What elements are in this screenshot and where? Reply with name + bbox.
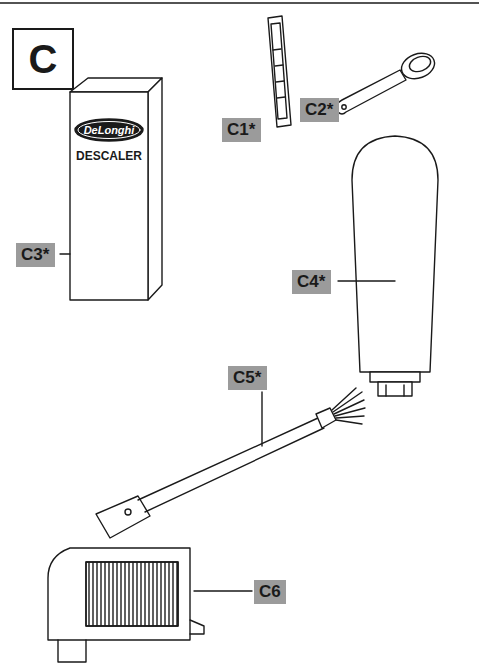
callout-number: C6 — [254, 580, 286, 604]
callout-number: C1* — [222, 118, 261, 142]
measuring-spoon — [337, 49, 438, 114]
callout-text: C4* — [297, 272, 326, 292]
figure-letter-box: C — [12, 28, 74, 90]
callout-text: C5* — [233, 368, 262, 388]
descaler-box — [60, 78, 162, 300]
callout-text: C2* — [305, 100, 334, 120]
top-rule — [0, 2, 479, 4]
callout-text: C3* — [21, 245, 50, 265]
brand-logo: DeLonghi — [84, 124, 135, 136]
product-label: DESCALER — [76, 149, 142, 163]
callout-number: C5* — [228, 366, 267, 390]
connector-part — [48, 548, 252, 662]
callout-number: C2* — [300, 98, 339, 122]
callout-text: C1* — [227, 120, 256, 140]
cleaning-brush — [96, 388, 365, 538]
water-filter — [338, 136, 438, 396]
callout-number: C4* — [292, 270, 331, 294]
figure-letter: C — [29, 39, 58, 79]
callout-text: C6 — [259, 582, 281, 602]
test-strip — [268, 16, 291, 127]
callout-number: C3* — [16, 243, 55, 267]
